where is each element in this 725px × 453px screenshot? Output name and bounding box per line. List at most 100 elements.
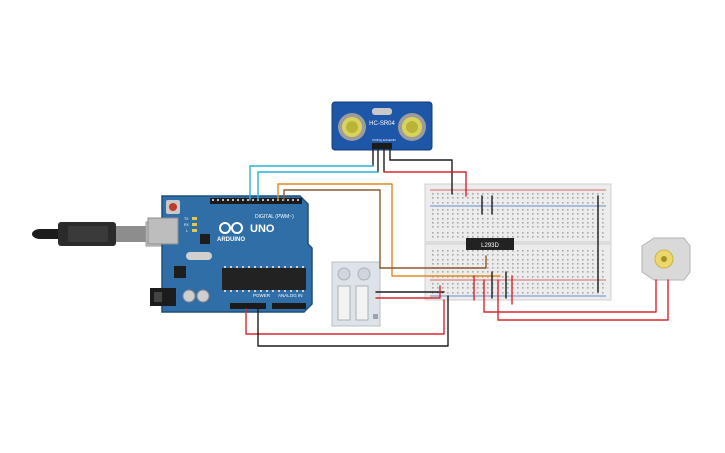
breadboard-hole xyxy=(577,271,579,273)
wire-brown-l293d[interactable] xyxy=(379,255,487,269)
breadboard-hole xyxy=(522,202,524,204)
l293d-chip[interactable] xyxy=(466,238,514,250)
wire-cyan-trig[interactable] xyxy=(249,165,374,201)
breadboard-hole xyxy=(577,236,579,238)
wire-5v[interactable] xyxy=(245,299,445,335)
breadboard-hole xyxy=(487,283,489,285)
breadboard-hole xyxy=(532,267,534,269)
breadboard-hole xyxy=(502,226,504,228)
breadboard-hole xyxy=(432,218,434,220)
breadboard-hole xyxy=(492,276,494,278)
breadboard-hole xyxy=(502,250,504,252)
wire-relay-red[interactable] xyxy=(375,285,441,299)
breadboard-hole xyxy=(437,236,439,238)
breadboard-hole xyxy=(592,292,594,294)
ultrasonic-sensor[interactable]: HC-SR04 VCC Trig Echo GND xyxy=(331,101,433,151)
breadboard-hole xyxy=(547,218,549,220)
breadboard-hole xyxy=(547,283,549,285)
breadboard-hole xyxy=(557,213,559,215)
breadboard-hole xyxy=(442,271,444,273)
breadboard-hole xyxy=(512,236,514,238)
breadboard-hole xyxy=(462,254,464,256)
header-pin xyxy=(272,199,274,201)
breadboard-hole xyxy=(517,292,519,294)
breadboard-hole xyxy=(557,209,559,211)
breadboard-hole xyxy=(517,197,519,199)
breadboard-hole xyxy=(462,213,464,215)
breadboard-hole xyxy=(582,259,584,261)
breadboard-hole xyxy=(452,232,454,234)
breadboard-hole xyxy=(437,292,439,294)
breadboard-hole xyxy=(482,263,484,265)
breadboard-hole xyxy=(577,222,579,224)
breadboard-hole xyxy=(582,209,584,211)
breadboard-hole xyxy=(527,259,529,261)
chip-leg xyxy=(224,266,226,268)
breadboard-hole xyxy=(492,287,494,289)
breadboard-hole xyxy=(492,283,494,285)
wire-motor-b[interactable] xyxy=(497,279,669,321)
breadboard-hole xyxy=(512,202,514,204)
breadboard-hole xyxy=(452,254,454,256)
breadboard-hole xyxy=(492,254,494,256)
breadboard-hole xyxy=(467,197,469,199)
breadboard-hole xyxy=(532,263,534,265)
breadboard-hole xyxy=(457,283,459,285)
breadboard-hole xyxy=(467,213,469,215)
breadboard-hole xyxy=(482,226,484,228)
breadboard-hole xyxy=(482,232,484,234)
relay-module[interactable] xyxy=(331,261,381,327)
breadboard-hole xyxy=(542,209,544,211)
breadboard-hole xyxy=(437,202,439,204)
breadboard-hole xyxy=(552,218,554,220)
breadboard-hole xyxy=(497,259,499,261)
breadboard-hole xyxy=(562,193,564,195)
breadboard-hole xyxy=(517,271,519,273)
breadboard-hole xyxy=(602,271,604,273)
breadboard-hole xyxy=(532,287,534,289)
reset-button-icon[interactable] xyxy=(166,200,180,214)
wire-motor-a[interactable] xyxy=(483,279,657,313)
breadboard-hole xyxy=(507,259,509,261)
breadboard-hole xyxy=(567,197,569,199)
arduino-uno-board[interactable]: ARDUINO UNO DIGITAL (PWM~) POWER ANALOG … xyxy=(147,195,313,313)
breadboard-hole xyxy=(477,276,479,278)
breadboard-hole xyxy=(502,292,504,294)
chip-leg xyxy=(278,290,280,292)
breadboard-hole xyxy=(552,283,554,285)
breadboard-hole xyxy=(432,209,434,211)
breadboard-hole xyxy=(602,287,604,289)
wire-sensor-gnd-rail[interactable] xyxy=(389,159,453,195)
breadboard-hole xyxy=(437,263,439,265)
breadboard-hole xyxy=(562,197,564,199)
breadboard-hole xyxy=(582,202,584,204)
wire-sensor-vcc-rail[interactable] xyxy=(383,171,467,197)
breadboard-hole xyxy=(547,209,549,211)
breadboard-hole xyxy=(532,209,534,211)
breadboard-hole xyxy=(452,259,454,261)
breadboard-hole xyxy=(562,263,564,265)
breadboard-hole xyxy=(562,267,564,269)
dc-motor-icon[interactable] xyxy=(641,237,691,281)
breadboard-hole xyxy=(542,292,544,294)
breadboard-hole xyxy=(527,218,529,220)
breadboard-hole xyxy=(527,250,529,252)
wire-cyan-echo[interactable] xyxy=(257,171,379,201)
wire-orange-relay[interactable] xyxy=(277,183,393,277)
breadboard-hole xyxy=(557,193,559,195)
chip-leg xyxy=(236,290,238,292)
breadboard-hole xyxy=(542,263,544,265)
breadboard-hole xyxy=(457,222,459,224)
breadboard-hole xyxy=(527,193,529,195)
breadboard-hole xyxy=(462,222,464,224)
breadboard-hole xyxy=(487,250,489,252)
breadboard-hole xyxy=(497,213,499,215)
breadboard-hole xyxy=(587,226,589,228)
breadboard[interactable]: L293D xyxy=(424,183,612,301)
wire-gnd[interactable] xyxy=(257,295,449,347)
breadboard-hole xyxy=(592,263,594,265)
breadboard-hole xyxy=(432,287,434,289)
wire-brown-relay[interactable] xyxy=(283,189,381,269)
breadboard-hole xyxy=(447,232,449,234)
